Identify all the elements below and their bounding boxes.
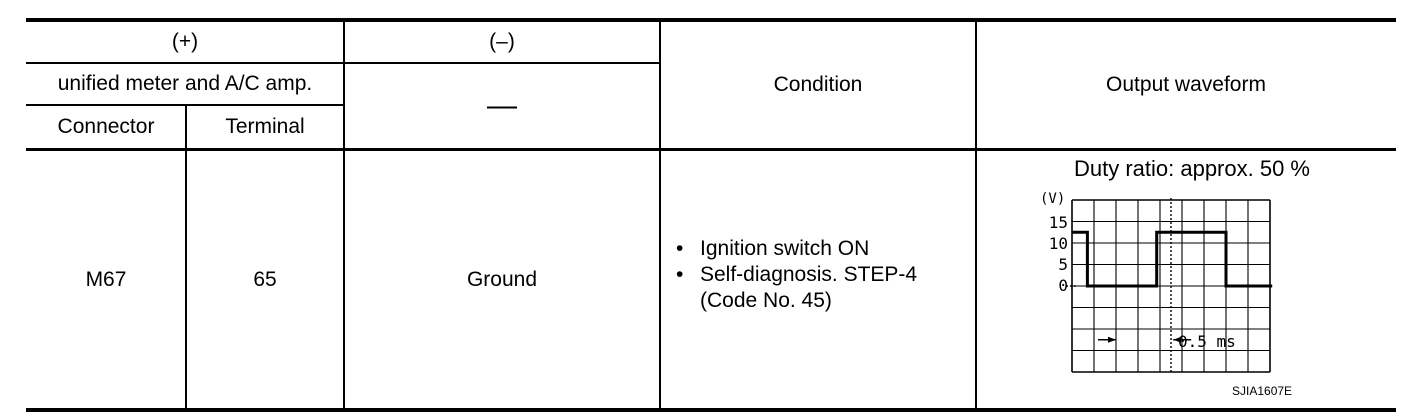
connector-value: M67: [85, 267, 127, 291]
time-scale-arrowhead: [1173, 336, 1182, 343]
table-bottom-rule: [26, 408, 1396, 412]
condition-item: Ignition switch ON: [676, 236, 917, 262]
table-top-rule: [26, 18, 1396, 22]
y-tick-label: 0: [1058, 276, 1068, 295]
header-unit: unified meter and A/C amp.: [57, 72, 313, 95]
header-condition: Condition: [773, 73, 863, 96]
header-connector: Connector: [57, 115, 155, 138]
col-divider-1: [185, 104, 187, 410]
col-divider-2: [343, 20, 345, 410]
waveform-series-line: [1072, 230, 1273, 288]
y-axis-label: (V): [1040, 191, 1065, 207]
condition-item: Self-diagnosis. STEP-4 (Code No. 45): [676, 262, 917, 314]
header-output-waveform: Output waveform: [1106, 73, 1266, 96]
time-scale-arrowhead: [1108, 336, 1116, 343]
ground-value: Ground: [466, 267, 538, 291]
y-tick-label: 15: [1049, 213, 1068, 232]
image-code: SJIA1607E: [1232, 384, 1293, 398]
header-bottom-rule: [26, 148, 1396, 151]
waveform-title: Duty ratio: approx. 50 %: [1073, 156, 1310, 181]
time-scale-label: 0.5 ms: [1178, 332, 1236, 351]
terminal-value: 65: [253, 267, 277, 291]
header-minus: (–): [489, 30, 515, 53]
condition-subtext: (Code No. 45): [700, 289, 832, 312]
condition-text: Ignition switch ON: [700, 237, 870, 260]
condition-text: Self-diagnosis. STEP-4: [700, 263, 918, 286]
y-tick-label: 10: [1049, 234, 1068, 253]
header-minus-dash: —: [487, 89, 517, 122]
col-divider-4: [975, 20, 977, 410]
condition-list: Ignition switch ON Self-diagnosis. STEP-…: [676, 236, 917, 314]
col-divider-3: [659, 20, 661, 410]
header-terminal: Terminal: [225, 115, 305, 138]
header-plus: (+): [171, 30, 199, 53]
y-tick-label: 5: [1058, 255, 1068, 274]
